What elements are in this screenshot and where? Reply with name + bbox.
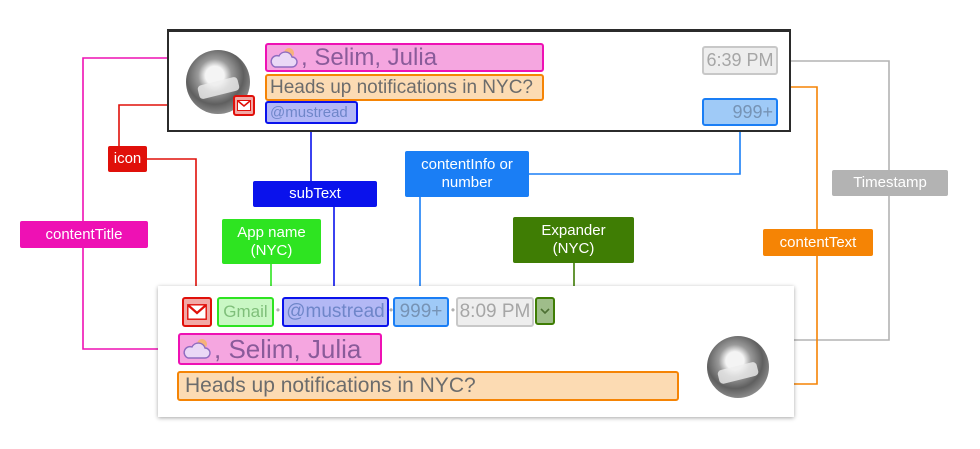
content-info-label: contentInfo or number xyxy=(405,151,529,197)
top-sub-text: @mustread xyxy=(265,101,358,124)
content-text-label: contentText xyxy=(763,229,873,256)
icon-connector-lower xyxy=(146,158,197,297)
bottom-content-text: Heads up notifications in NYC? xyxy=(177,371,679,401)
bottom-avatar xyxy=(707,336,769,398)
bottom-app-name: Gmail xyxy=(217,297,274,327)
weather-cloud-sun-icon xyxy=(182,336,212,362)
timestamp-label: Timestamp xyxy=(832,170,948,196)
subtext-label: subText xyxy=(253,181,377,207)
top-content-info: 999+ xyxy=(702,98,778,126)
top-title-names: , Selim, Julia xyxy=(301,43,438,71)
separator-dot: • xyxy=(389,303,394,317)
top-content-text: Heads up notifications in NYC? xyxy=(265,74,544,101)
gmail-icon xyxy=(187,304,207,320)
bottom-title-names: , Selim, Julia xyxy=(214,333,362,364)
top-timestamp: 6:39 PM xyxy=(702,46,778,75)
gmail-icon xyxy=(237,100,251,111)
weather-cloud-sun-icon xyxy=(269,45,299,70)
content-info-connector xyxy=(528,126,741,175)
top-gmail-icon xyxy=(233,95,255,116)
icon-label: icon xyxy=(108,146,147,172)
bottom-gmail-icon xyxy=(182,297,212,327)
expander-label: Expander (NYC) xyxy=(513,217,634,263)
bottom-expander[interactable] xyxy=(535,297,555,325)
separator-dot: • xyxy=(275,303,281,317)
separator-dot: • xyxy=(450,303,456,317)
content-title-label: contentTitle xyxy=(20,221,148,248)
app-name-label: App name (NYC) xyxy=(222,219,321,264)
bottom-timestamp: 8:09 PM xyxy=(456,297,534,327)
bottom-content-title: , Selim, Julia xyxy=(178,333,382,365)
top-content-title: , Selim, Julia xyxy=(265,43,544,72)
chevron-down-icon xyxy=(540,308,550,315)
bottom-sub-text: @mustread xyxy=(282,297,389,327)
bottom-content-info: 999+ xyxy=(393,297,449,327)
